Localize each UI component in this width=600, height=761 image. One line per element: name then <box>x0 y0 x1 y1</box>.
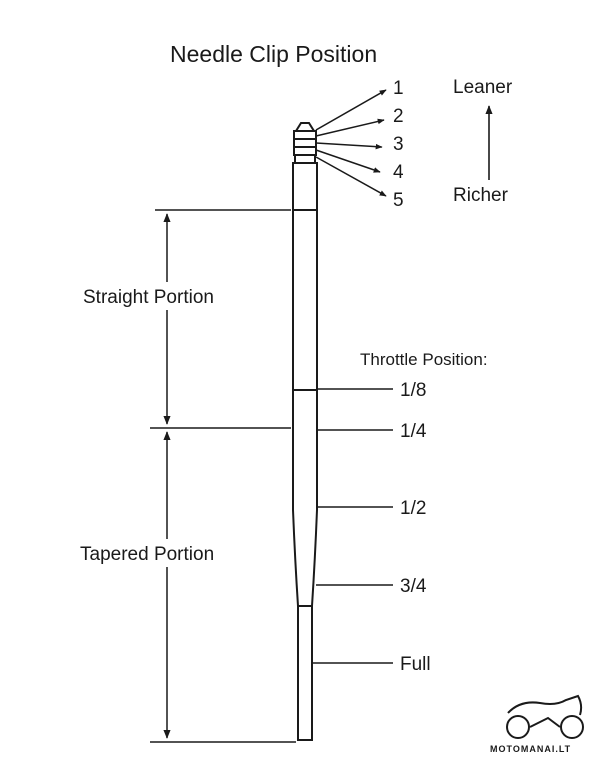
tapered-label-bg <box>78 539 258 567</box>
throttle-position-title: Throttle Position: <box>360 350 488 369</box>
clip-position-2: 2 <box>393 106 404 127</box>
clip-position-4: 4 <box>393 162 404 183</box>
motorcycle-icon <box>506 694 584 739</box>
clip-arrow-2 <box>315 118 385 137</box>
clip-position-3: 3 <box>393 134 404 155</box>
clip-position-5: 5 <box>393 190 404 211</box>
diagram-title: Needle Clip Position <box>170 41 377 67</box>
watermark-logo: MOTOMANAI.LT <box>490 694 584 754</box>
clip-grooves <box>293 122 317 164</box>
straight-portion-label: Straight Portion <box>83 287 214 308</box>
clip-position-arrows <box>315 89 387 197</box>
portion-extension-lines <box>150 209 296 743</box>
watermark-text: MOTOMANAI.LT <box>490 744 571 754</box>
clip-arrow-4 <box>315 149 381 173</box>
clip-position-1: 1 <box>393 78 404 99</box>
straight-label-bg <box>80 282 258 310</box>
throttle-mark-3-4: 3/4 <box>400 576 427 597</box>
throttle-mark-1-4: 1/4 <box>400 421 427 442</box>
leaner-label: Leaner <box>453 77 513 98</box>
richer-label: Richer <box>453 185 509 206</box>
clip-arrow-1 <box>315 89 387 131</box>
jet-needle <box>292 162 318 741</box>
clip-arrow-3 <box>315 142 383 150</box>
throttle-mark-full: Full <box>400 654 431 675</box>
tapered-portion-label: Tapered Portion <box>80 544 214 565</box>
throttle-leader-lines <box>313 388 393 664</box>
throttle-mark-1-8: 1/8 <box>400 380 426 401</box>
throttle-mark-1-2: 1/2 <box>400 498 426 519</box>
clip-arrow-5 <box>315 156 387 197</box>
